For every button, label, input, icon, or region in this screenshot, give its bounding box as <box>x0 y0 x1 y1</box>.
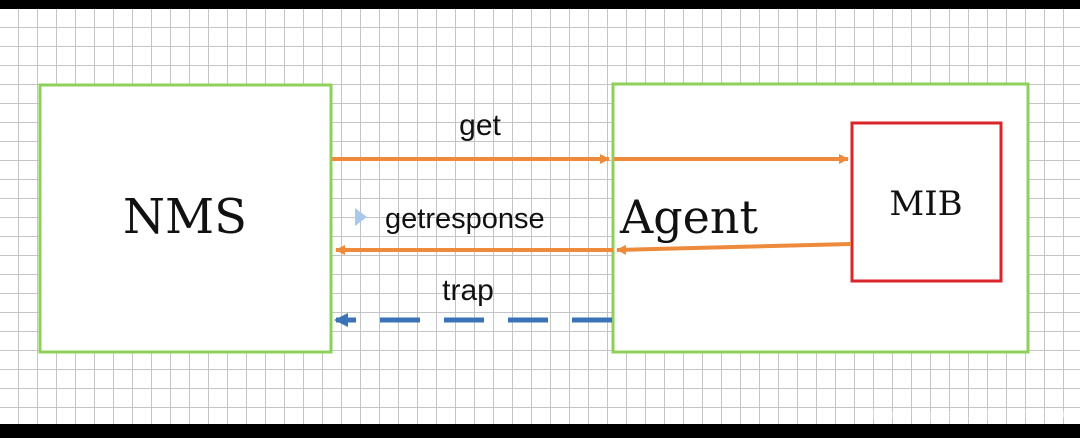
mib-box <box>850 121 1003 283</box>
getresponse-label: getresponse <box>385 203 545 235</box>
nms-box <box>38 83 333 354</box>
getresponse-arrow-mib-to-agent <box>616 242 852 255</box>
nms-label: NMS <box>123 189 247 245</box>
diagram-svg: NMS Agent MIB get getresponse trap https… <box>38 82 1073 422</box>
diagram-canvas: NMS Agent MIB get getresponse trap https… <box>0 9 1080 424</box>
get-label: get <box>459 109 501 142</box>
trap-label: trap <box>442 274 494 307</box>
agent-label: Agent <box>619 190 759 244</box>
mib-label: MIB <box>889 184 962 224</box>
light-blue-marker-icon <box>355 208 367 226</box>
watermark-text: https://blog.csdn.net/qq_44301292 <box>873 407 1073 422</box>
